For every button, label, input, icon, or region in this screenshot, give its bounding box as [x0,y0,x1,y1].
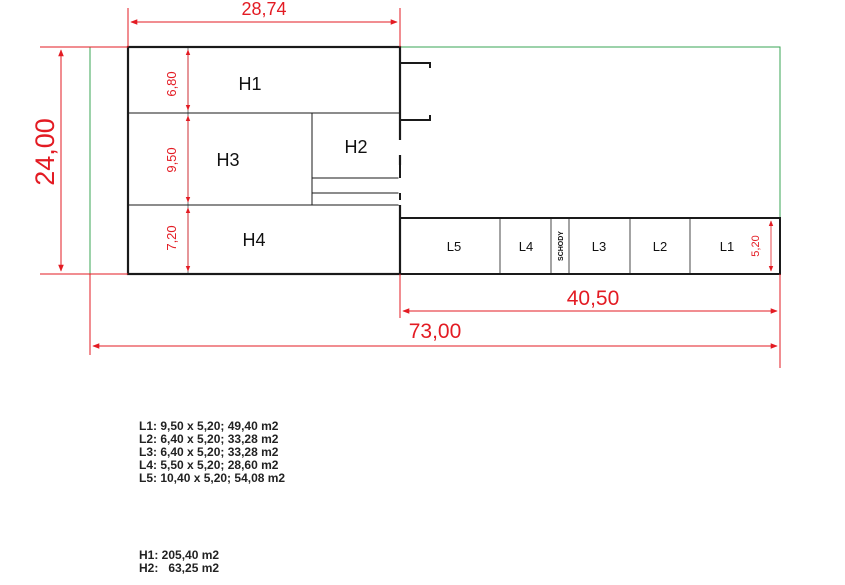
room-label-l2: L2 [653,239,667,254]
dim-h4-height-label: 7,20 [164,225,179,250]
room-label-l3: L3 [592,239,606,254]
room-label-h3: H3 [216,150,239,170]
legend-line: L3: 6,40 x 5,20; 33,28 m2 [139,445,279,459]
room-label-h2: H2 [344,137,367,157]
room-label-l1: L1 [720,239,734,254]
room-label-h4: H4 [242,230,265,250]
dim-left-height-label: 24,00 [30,118,60,186]
dim-h1-height-label: 6,80 [164,71,179,96]
legend-line: L2: 6,40 x 5,20; 33,28 m2 [139,432,279,446]
dim-h1-height: 6,80 [164,49,191,111]
room-label-l4: L4 [519,239,533,254]
dim-h4-height: 7,20 [164,207,191,272]
legend-l-rooms: L1: 9,50 x 5,20; 49,40 m2 L2: 6,40 x 5,2… [139,420,285,485]
dim-right-width-label: 40,50 [567,287,620,310]
legend-line: L4: 5,50 x 5,20; 28,60 m2 [139,458,279,472]
dim-right-width: 40,50 [399,274,781,318]
dim-l-height-label: 5,20 [750,235,762,256]
room-label-stairs: SCHODY [558,231,565,261]
dim-left-height: 24,00 [30,46,128,275]
room-label-h1: H1 [238,74,261,94]
plot-boundary [89,46,781,275]
legend-line: L1: 9,50 x 5,20; 49,40 m2 [139,419,279,433]
dim-total-width-label: 73,00 [409,320,462,343]
dim-h3-height-label: 9,50 [164,147,179,172]
legend-line: H1: 205,40 m2 [139,548,220,562]
dim-total-width: 73,00 [89,274,781,368]
dim-l-height: 5,20 [750,220,774,272]
dim-top-width-label: 28,74 [241,0,286,19]
legend-h-rooms: H1: 205,40 m2 H2: 63,25 m2 [139,549,219,575]
door-bracket [398,62,431,205]
dim-h3-height: 9,50 [164,115,191,203]
building-l [399,217,781,275]
room-label-l5: L5 [447,239,461,254]
legend-line: H2: 63,25 m2 [139,561,220,575]
dim-top-width: 28,74 [127,0,401,47]
legend-line: L5: 10,40 x 5,20; 54,08 m2 [139,471,286,485]
